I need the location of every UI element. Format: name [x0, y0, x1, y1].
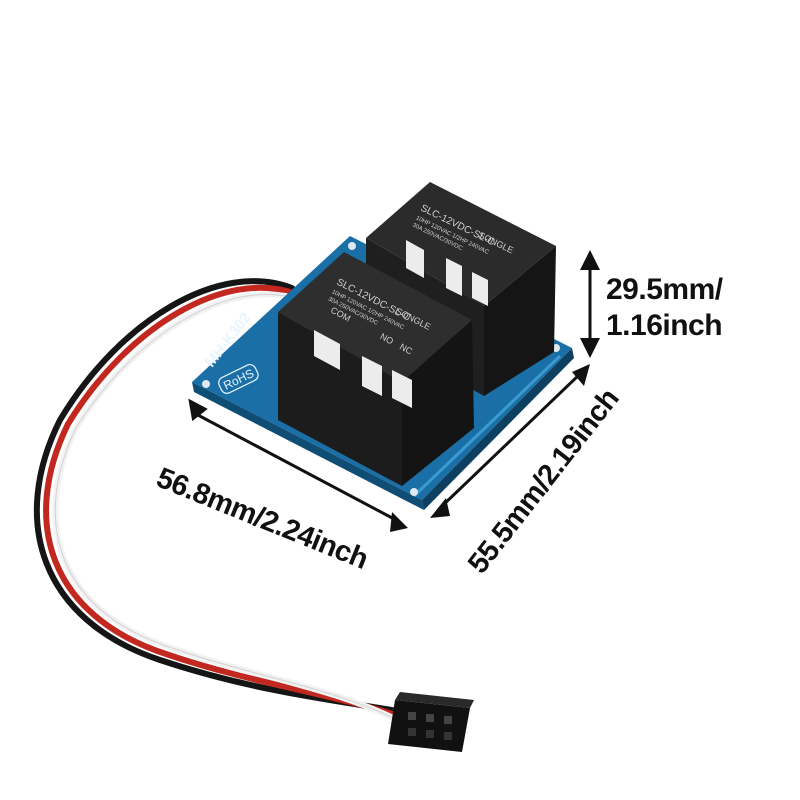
length-arrowhead-left: [188, 398, 208, 422]
height-arrowhead-top: [580, 250, 600, 270]
dupont-connector: [388, 692, 474, 752]
length-arrow-line: [195, 412, 397, 522]
height-mm-text: 29.5mm/: [606, 273, 723, 306]
servo-cable: [33, 278, 408, 727]
length-arrowhead-right: [390, 512, 408, 532]
height-inch-text: 1.16inch: [606, 309, 723, 342]
dimension-arrows: [188, 250, 600, 532]
height-arrowhead-bottom: [580, 338, 600, 358]
width-arrowhead-right: [572, 364, 590, 386]
width-arrow-line: [438, 372, 582, 510]
width-arrowhead-left: [430, 498, 450, 518]
height-dimension-label: 29.5mm/ 1.16inch: [606, 272, 723, 344]
relay-front: SLC-12VDC-SL-C SONGLE 10HP 120VAC 1/2HP …: [278, 252, 474, 486]
